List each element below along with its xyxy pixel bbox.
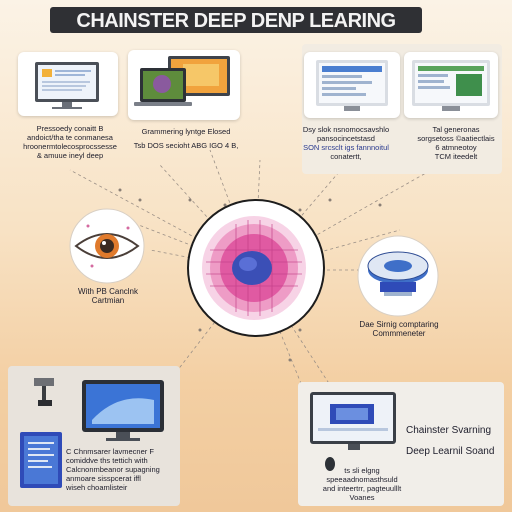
label-line: Tal generonas — [432, 125, 480, 134]
disk-icon — [367, 251, 429, 296]
computer-icon — [316, 60, 388, 111]
heading-line: Deep Learnil Soand — [406, 446, 495, 457]
label-line: ts sli elgng — [344, 466, 380, 475]
label-line: Pressoedy conaitt B — [36, 124, 104, 133]
label-line: Dae Sirnig comptaring — [359, 320, 439, 329]
label-line: anmoare sisspcerat iffl — [66, 474, 141, 483]
label-line: andoict/tha te conmanesa — [27, 133, 113, 142]
screen-card-a — [304, 52, 400, 118]
laptop-icon — [134, 56, 230, 106]
label-line: sorgsetoss ©aatiectlais — [417, 134, 495, 143]
laptop-card — [128, 50, 240, 120]
label-line: & amuue ineyl deep — [36, 151, 104, 160]
pen-icon — [34, 378, 54, 406]
neural-core-icon — [202, 216, 306, 320]
computer-icon — [82, 380, 164, 441]
eye-label: With PB Canclnk Cartmian — [56, 287, 160, 305]
eye-icon — [74, 224, 140, 268]
top-left-label: Pressoedy conaitt B andoict/tha te conma… — [8, 124, 132, 160]
right-label: Dae Sirnig comptaring Commmeneter — [344, 320, 454, 338]
label-line: Commmeneter — [372, 329, 426, 338]
label-line: 6 atmneotoy — [435, 143, 477, 152]
label-line: Grammering lyntge Elosed — [141, 127, 231, 136]
label-line: hroonermtolecosprocssesse — [23, 142, 117, 151]
mouse-icon — [325, 457, 335, 471]
screen-card-b — [404, 52, 498, 118]
label-line: speeaadnomasthsuld — [326, 475, 398, 484]
monitor-icon — [35, 62, 99, 109]
label-line: C Chnmsarer lavmecner F — [66, 447, 154, 456]
label-line: comiddve ths tettich with — [66, 456, 148, 465]
page-title: CHAINSTER DEEP DENP LEARING — [76, 10, 396, 32]
monitor-icon — [412, 60, 490, 111]
document-icon — [20, 432, 62, 488]
top-right-b-label: Tal generonas sorgsetoss ©aatiectlais 6 … — [404, 125, 508, 161]
top-center-label: Grammering lyntge Elosed Tsb DOS secioht… — [124, 127, 248, 150]
label-line: Calcnonmbeanor supagning — [66, 465, 160, 474]
heading-line: Chainster Svarning — [406, 425, 492, 436]
label-line: Voanes — [349, 493, 375, 502]
label-line: Tsb DOS secioht ABG IGO 4 B, — [133, 141, 239, 150]
top-right-a-label: Dsy slok nsnomocsavshlo pansocincetstasd… — [284, 125, 408, 161]
label-line: Cartmian — [91, 296, 125, 305]
bottom-right-label: ts sli elgng speeaadnomasthsuld and inte… — [300, 466, 424, 502]
bottom-left-label: C Chnmsarer lavmecner F comiddve ths tet… — [66, 447, 184, 492]
label-line: TCM iteedelt — [434, 152, 478, 161]
label-line: and inteertrr, pagteuulllt — [322, 484, 402, 493]
monitor-card — [18, 52, 118, 116]
label-line: Dsy slok nsnomocsavshlo — [302, 125, 390, 134]
monitor-icon — [310, 392, 396, 450]
label-line: wiseh choamlisteir — [66, 483, 128, 492]
label-line: conatertt, — [330, 152, 362, 161]
label-line: With PB Canclnk — [77, 287, 139, 296]
label-line: SON srcsclt igs fannnoitul — [303, 143, 389, 152]
bottom-right-heading: Chainster Svarning Deep Learnil Soand — [406, 424, 506, 458]
title-bar: CHAINSTER DEEP DENP LEARING — [50, 7, 422, 33]
label-line: pansocincetstasd — [317, 134, 375, 143]
